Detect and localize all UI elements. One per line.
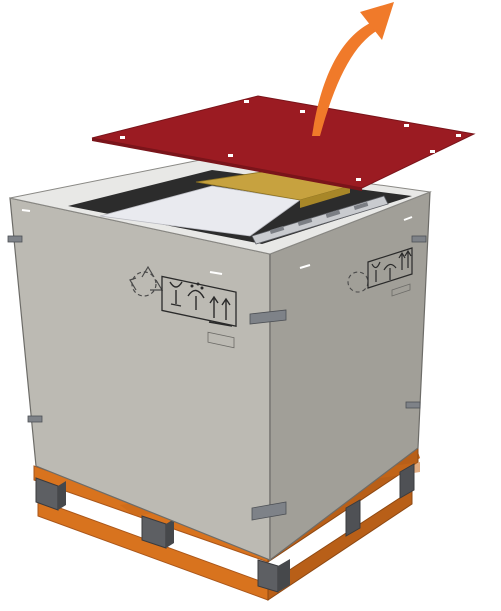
clip <box>8 236 22 242</box>
clip <box>406 402 420 408</box>
pallet-block <box>166 519 174 548</box>
pallet-block <box>58 481 66 510</box>
clip <box>412 236 426 242</box>
pallet-block <box>258 560 278 592</box>
crate <box>8 160 430 560</box>
clip <box>28 416 42 422</box>
